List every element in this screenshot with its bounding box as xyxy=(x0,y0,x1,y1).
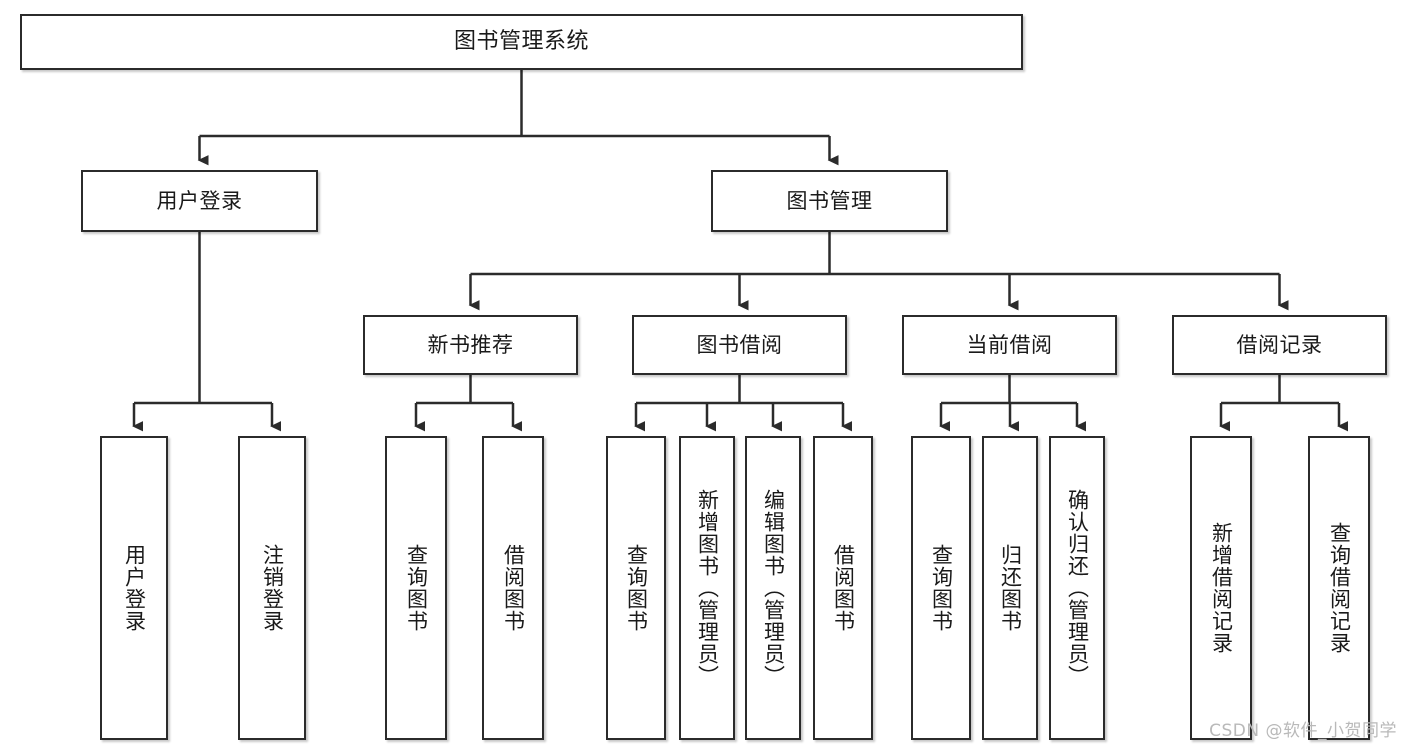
node-label: 新书推荐 xyxy=(427,332,514,357)
leaf-query-borrow-record[interactable]: 查询借阅记录 xyxy=(1308,436,1370,740)
node-book-management[interactable]: 图书管理 xyxy=(711,170,948,232)
node-root-book-management-system[interactable]: 图书管理系统 xyxy=(20,14,1023,70)
leaf-borrow-book-recommend[interactable]: 借阅图书 xyxy=(482,436,544,740)
node-label: 新增借阅记录 xyxy=(1209,522,1234,654)
leaf-logout[interactable]: 注销登录 xyxy=(238,436,306,740)
leaf-query-book-recommend[interactable]: 查询图书 xyxy=(385,436,447,740)
node-label: 借阅记录 xyxy=(1236,332,1323,357)
leaf-borrow-book[interactable]: 借阅图书 xyxy=(813,436,873,740)
leaf-user-login[interactable]: 用户登录 xyxy=(100,436,168,740)
leaf-add-borrow-record[interactable]: 新增借阅记录 xyxy=(1190,436,1252,740)
node-borrow-record[interactable]: 借阅记录 xyxy=(1172,315,1387,375)
node-label: 图书管理系统 xyxy=(453,29,589,54)
leaf-add-book-admin[interactable]: 新增图书（管理员） xyxy=(679,436,735,740)
leaf-return-book[interactable]: 归还图书 xyxy=(982,436,1038,740)
leaf-query-book-borrow[interactable]: 查询图书 xyxy=(606,436,666,740)
node-label: 查询图书 xyxy=(929,544,954,632)
node-user-login[interactable]: 用户登录 xyxy=(81,170,318,232)
node-label: 查询图书 xyxy=(624,544,649,632)
node-label: 查询借阅记录 xyxy=(1327,522,1352,654)
node-label: 用户登录 xyxy=(122,544,147,632)
node-book-borrow[interactable]: 图书借阅 xyxy=(632,315,847,375)
node-new-book-recommend[interactable]: 新书推荐 xyxy=(363,315,578,375)
node-current-borrow[interactable]: 当前借阅 xyxy=(902,315,1117,375)
leaf-confirm-return-admin[interactable]: 确认归还（管理员） xyxy=(1049,436,1105,740)
leaf-edit-book-admin[interactable]: 编辑图书（管理员） xyxy=(745,436,801,740)
node-label: 新增图书（管理员） xyxy=(695,489,720,687)
node-label: 当前借阅 xyxy=(966,332,1053,357)
node-label: 借阅图书 xyxy=(831,544,856,632)
node-label: 编辑图书（管理员） xyxy=(761,489,786,687)
node-label: 查询图书 xyxy=(404,544,429,632)
node-label: 确认归还（管理员） xyxy=(1065,489,1090,687)
csdn-watermark: CSDN @软件_小贺同学 xyxy=(1209,721,1397,741)
leaf-query-book-current[interactable]: 查询图书 xyxy=(911,436,971,740)
node-label: 注销登录 xyxy=(260,544,285,632)
node-label: 借阅图书 xyxy=(501,544,526,632)
node-label: 用户登录 xyxy=(156,188,243,213)
node-label: 图书管理 xyxy=(786,188,873,213)
node-label: 归还图书 xyxy=(998,544,1023,632)
node-label: 图书借阅 xyxy=(696,332,783,357)
